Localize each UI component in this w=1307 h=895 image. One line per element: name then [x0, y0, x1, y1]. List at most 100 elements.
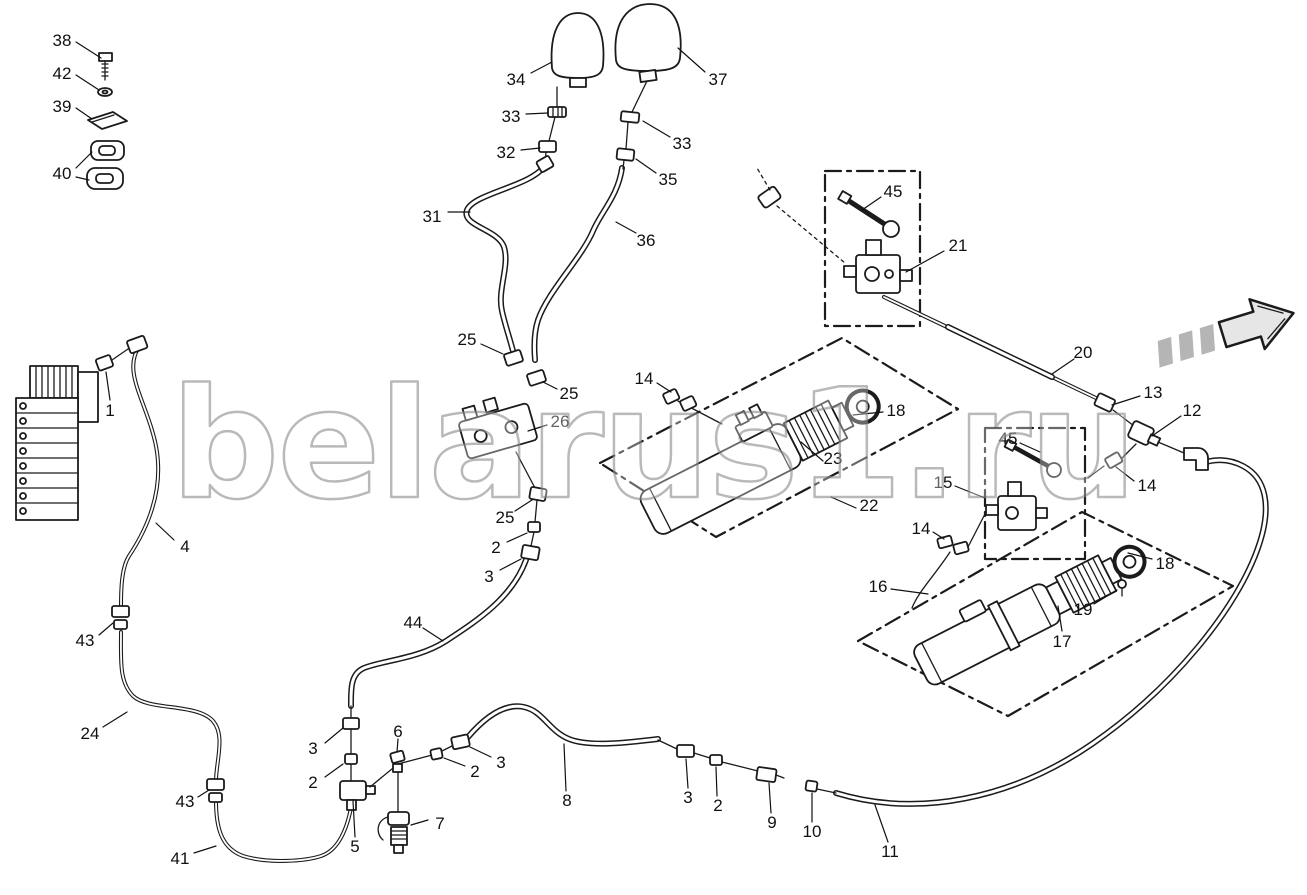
dashed-box-valve-21: [823, 169, 922, 328]
leader-line: [1057, 605, 1063, 632]
part-label: 2: [470, 762, 479, 781]
pipe-4: [119, 345, 161, 608]
leader-line: [677, 47, 706, 73]
part-label: 35: [659, 170, 678, 189]
leader-line: [98, 622, 114, 636]
part-label: 3: [308, 739, 317, 758]
ball-valve-15: [985, 481, 1048, 531]
removed-hose-indicator: [776, 205, 846, 264]
stub: [1087, 465, 1105, 479]
leader-line: [615, 221, 637, 234]
leader-line: [324, 763, 344, 778]
part-label: 40: [53, 164, 72, 183]
part-label: 33: [673, 134, 692, 153]
leader-line: [527, 424, 548, 432]
leader-line: [75, 151, 93, 169]
fitting-33-right: [619, 110, 641, 124]
plate-39: [87, 111, 128, 130]
part-label: 36: [637, 231, 656, 250]
part-label: 16: [869, 577, 888, 596]
leader-line: [635, 158, 657, 174]
leader-line: [685, 758, 689, 789]
leader-line: [563, 743, 567, 792]
watermark: belarus1.ru: [169, 355, 1138, 535]
part-label: 10: [803, 822, 822, 841]
part-label: 44: [404, 613, 423, 632]
part-label: 25: [496, 508, 515, 527]
part-label: 14: [1138, 476, 1157, 495]
cylinder-17: [913, 544, 1147, 686]
tee-12: [1127, 420, 1162, 447]
pipe-stub: [111, 348, 129, 361]
part-label: 2: [713, 796, 722, 815]
ball-valve-21: [843, 239, 913, 294]
part-label: 45: [884, 182, 903, 201]
accumulator-37: [614, 3, 682, 83]
part-label: 23: [824, 449, 843, 468]
coupling-43-lower: [206, 778, 225, 803]
leader-line: [1127, 552, 1153, 560]
tee-5: [339, 780, 376, 811]
leader-line: [874, 804, 889, 843]
part-label: 13: [1144, 383, 1163, 402]
part-label: 24: [81, 724, 100, 743]
leader-line: [514, 499, 533, 512]
leader-line: [155, 522, 175, 541]
nut-10: [804, 779, 819, 793]
leader-line: [443, 757, 466, 767]
leader-line: [396, 738, 399, 753]
part-label: 14: [635, 369, 654, 388]
part-label: 19: [1074, 600, 1093, 619]
leader-line: [905, 250, 945, 273]
leader-line: [852, 411, 884, 416]
stub: [816, 788, 837, 794]
part-label: 20: [1074, 343, 1093, 362]
leader-line: [499, 558, 522, 571]
manifold-26: [458, 396, 538, 460]
pipe-16: [911, 551, 951, 609]
stub: [515, 451, 536, 489]
part-label: 11: [881, 842, 899, 861]
leader-line: [861, 196, 882, 211]
part-label: 26: [551, 412, 570, 431]
leader-line: [932, 531, 945, 540]
part-label: 37: [709, 70, 728, 89]
fitting-1: [95, 354, 114, 372]
leader-line: [642, 120, 671, 138]
part-label: 4: [180, 537, 189, 556]
stub: [534, 499, 538, 523]
cylinder-23: [639, 388, 881, 535]
nut-3-b: [342, 717, 360, 730]
stub: [967, 511, 987, 548]
stub: [530, 531, 535, 547]
part-label: 38: [53, 31, 72, 50]
leader-lines: [75, 41, 1182, 854]
part-labels: 3842394034333237333531364521202525261418…: [53, 31, 1202, 868]
part-label: 25: [458, 330, 477, 349]
leader-line: [800, 441, 824, 462]
part-label: 31: [423, 207, 442, 226]
plug-fitting: [757, 185, 782, 209]
lever-45-a: [837, 190, 900, 238]
stub: [693, 752, 711, 759]
fitting-32: [538, 140, 557, 153]
fitting-14-b: [1104, 451, 1124, 469]
fitting-2-c: [429, 747, 444, 761]
part-label: 41: [171, 849, 190, 868]
dashed-box-cylinder-lower: [856, 510, 1235, 718]
leader-line: [480, 343, 504, 355]
part-label: 12: [1183, 401, 1202, 420]
part-label: 3: [484, 567, 493, 586]
leader-line: [75, 176, 90, 181]
stub: [1121, 443, 1137, 459]
part-label: 43: [76, 631, 95, 650]
direction-arrow: [1157, 298, 1295, 368]
part-label: 17: [1053, 632, 1072, 651]
leader-line: [102, 711, 128, 728]
part-label: 1: [105, 401, 114, 420]
elbow-fitting-right: [1183, 447, 1209, 471]
fitting-14-c: [936, 534, 970, 556]
fitting-33-left: [547, 106, 567, 118]
part-label: 32: [497, 143, 516, 162]
